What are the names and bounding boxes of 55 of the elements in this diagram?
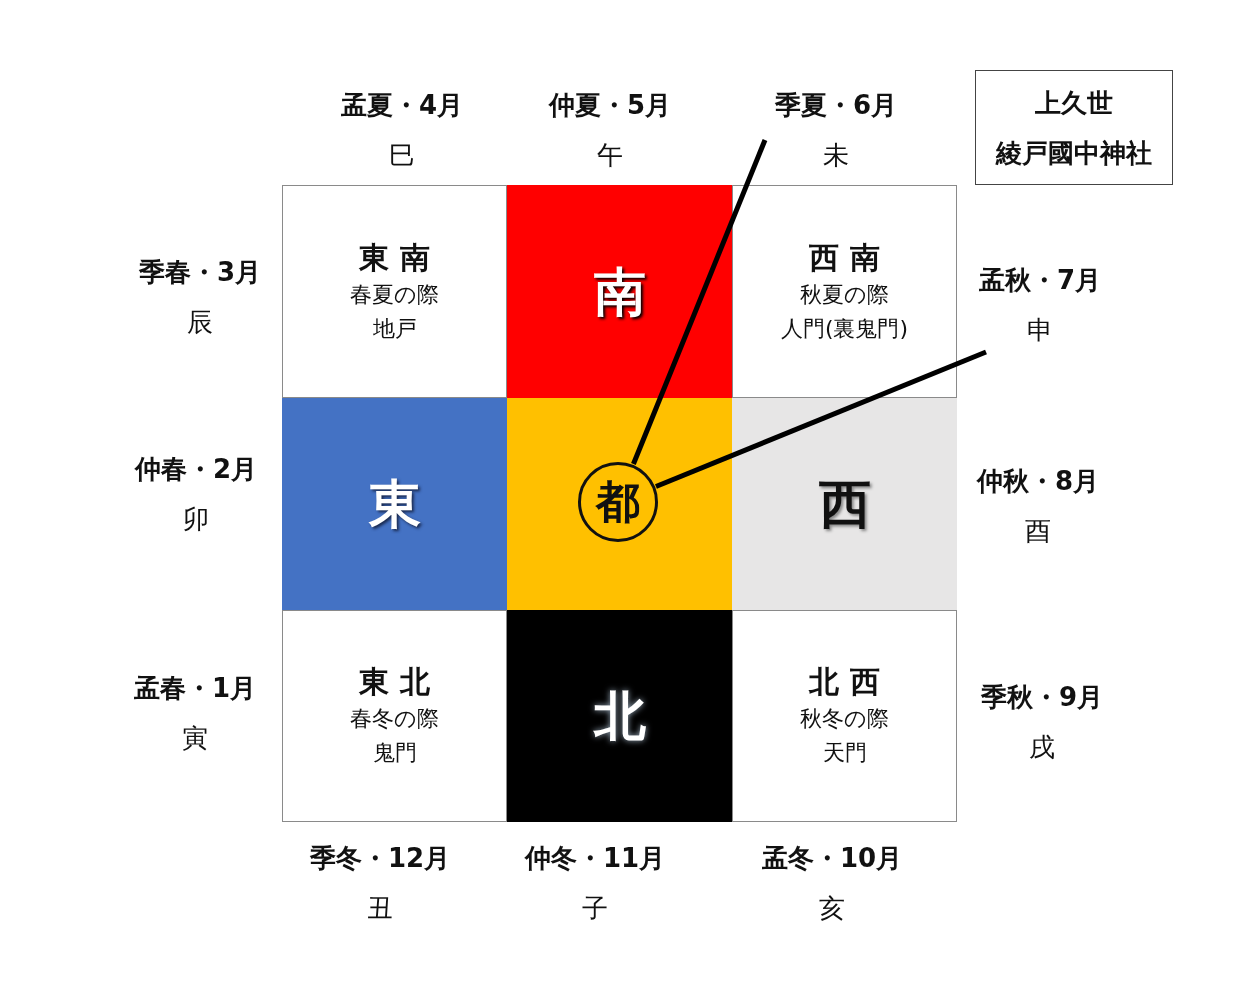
zodiac-label: 辰 — [187, 306, 213, 339]
direction-heading: 東 南 — [359, 238, 430, 277]
month-label: 仲冬・11月 — [524, 842, 666, 875]
month-label: 仲春・2月 — [134, 453, 258, 486]
zodiac-label: 卯 — [183, 503, 209, 536]
month-label: 季秋・9月 — [980, 681, 1104, 714]
cell-note: 人門(裏鬼門) — [780, 314, 909, 343]
grid-cell — [507, 398, 732, 610]
cell-note: 春夏の際 — [350, 280, 439, 309]
zodiac-label: 巳 — [389, 139, 415, 172]
zodiac-label: 午 — [597, 139, 623, 172]
month-label: 仲秋・8月 — [976, 465, 1100, 498]
leader-line — [631, 139, 768, 465]
grid-cell — [732, 185, 957, 398]
cell-note: 天門 — [822, 739, 867, 767]
title-text: 綾戸國中神社 — [996, 136, 1152, 170]
month-label: 季春・3月 — [138, 256, 262, 289]
cell-note: 鬼門 — [372, 739, 417, 767]
month-label: 仲夏・5月 — [548, 89, 672, 122]
grid-cell — [507, 185, 732, 398]
leader-line — [655, 349, 987, 489]
grid-cell — [732, 610, 957, 822]
direction-label: 北 — [593, 686, 646, 746]
month-label: 孟冬・10月 — [761, 842, 903, 875]
grid-cell — [282, 610, 507, 822]
month-label: 季夏・6月 — [774, 89, 898, 122]
direction-label: 東 — [368, 474, 421, 534]
cell-note: 秋冬の際 — [800, 705, 889, 733]
direction-heading: 北 西 — [809, 663, 880, 701]
capital-label: 都 — [596, 477, 640, 527]
month-label: 孟夏・4月 — [340, 89, 464, 122]
zodiac-label: 寅 — [182, 722, 208, 755]
direction-label: 南 — [593, 261, 646, 322]
zodiac-label: 戌 — [1029, 731, 1055, 764]
month-label: 季冬・12月 — [309, 842, 451, 875]
zodiac-label: 丑 — [367, 892, 393, 925]
cell-note: 春冬の際 — [350, 705, 439, 733]
grid-cell — [732, 398, 957, 610]
zodiac-label: 亥 — [819, 892, 845, 925]
zodiac-label: 申 — [1027, 314, 1053, 347]
zodiac-label: 酉 — [1025, 515, 1051, 548]
cell-note: 地戸 — [372, 314, 417, 343]
direction-label: 西 — [818, 474, 871, 534]
direction-heading: 東 北 — [359, 663, 430, 701]
title-box — [975, 70, 1173, 185]
direction-heading: 西 南 — [809, 238, 880, 277]
grid-cell — [282, 398, 507, 610]
zodiac-label: 未 — [823, 139, 849, 172]
month-label: 孟春・1月 — [133, 672, 257, 705]
grid-cell — [507, 610, 732, 822]
grid-cell — [282, 185, 507, 398]
zodiac-label: 子 — [582, 892, 608, 925]
month-label: 孟秋・7月 — [978, 264, 1102, 297]
title-text: 上久世 — [1035, 86, 1113, 120]
cell-note: 秋夏の際 — [800, 280, 889, 309]
